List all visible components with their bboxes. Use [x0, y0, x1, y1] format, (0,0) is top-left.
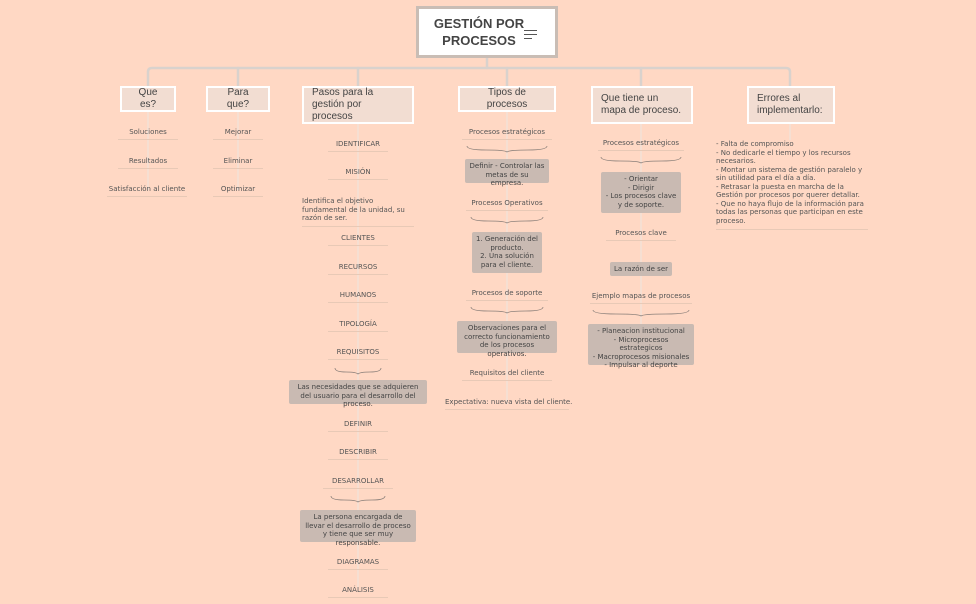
mapa-clave-desc: La razón de ser — [610, 262, 672, 276]
topic-tipos[interactable]: Tipos de procesos — [458, 86, 556, 112]
pasos-definir: DEFINIR — [328, 420, 388, 432]
pasos-requisitos-desc: Las necesidades que se adquieren del usu… — [289, 380, 427, 408]
topic-pasos[interactable]: Pasos para la gestión por procesos — [302, 86, 414, 124]
mapa-ejemplo: Ejemplo mapas de procesos — [590, 292, 692, 304]
pasos-desarrollar: DESARROLLAR — [323, 477, 393, 489]
tipos-estrategicos: Procesos estratégicos — [462, 128, 552, 140]
pasos-describir: DESCRIBIR — [328, 448, 388, 460]
pasos-desarrollar-desc: La persona encargada de llevar el desarr… — [300, 510, 416, 547]
topic-errores[interactable]: Errores al implementarlo: — [747, 86, 835, 124]
para-que-item-2: Eliminar — [213, 157, 263, 169]
pasos-mision-desc: Identifica el objetivo fundamental de la… — [302, 197, 414, 227]
brace-icon — [334, 367, 382, 375]
mapa-estrategicos: Procesos estratégicos — [598, 139, 684, 151]
que-es-item-2: Resultados — [118, 157, 178, 169]
brace-icon — [330, 495, 386, 503]
mapa-ejemplo-desc: - Planeacion institucional - Microproces… — [588, 324, 694, 369]
root-title: GESTIÓN POR PROCESOS — [433, 16, 525, 48]
pasos-mision: MISIÓN — [328, 168, 388, 180]
pasos-identificar: IDENTIFICAR — [328, 140, 388, 152]
mapa-estrategicos-desc: - Orientar - Dirigir - Los procesos clav… — [601, 172, 681, 213]
brace-icon — [470, 306, 544, 314]
topic-mapa[interactable]: Que tiene un mapa de proceso. — [591, 86, 693, 124]
tipos-operativos-desc: 1. Generación del producto. 2. Una soluc… — [472, 232, 542, 273]
que-es-item-1: Soluciones — [118, 128, 178, 140]
pasos-diagramas: DIAGRAMAS — [328, 558, 388, 570]
errores-desc: - Falta de compromiso - No dedicarle el … — [716, 140, 868, 230]
pasos-humanos: HUMANOS — [328, 291, 388, 303]
que-es-item-3: Satisfacción al cliente — [107, 185, 187, 197]
pasos-clientes: CLIENTES — [328, 234, 388, 246]
tipos-operativos: Procesos Operativos — [466, 199, 548, 211]
tipos-soporte-desc: Observaciones para el correcto funcionam… — [457, 321, 557, 358]
topic-para-que[interactable]: Para que? — [206, 86, 270, 112]
pasos-requisitos: REQUISITOS — [328, 348, 388, 360]
tipos-soporte: Procesos de soporte — [466, 289, 548, 301]
pasos-analisis: ANÁLISIS — [328, 586, 388, 598]
brace-icon — [470, 216, 544, 224]
root-topic[interactable]: GESTIÓN POR PROCESOS — [416, 6, 558, 58]
tipos-estrategicos-desc: Definir - Controlar las metas de su empr… — [465, 159, 549, 187]
para-que-item-1: Mejorar — [213, 128, 263, 140]
tipos-expectativa: Expectativa: nueva vista del cliente. — [445, 398, 572, 410]
para-que-item-3: Optimizar — [213, 185, 263, 197]
brace-icon — [592, 309, 690, 317]
pasos-recursos: RECURSOS — [328, 263, 388, 275]
menu-icon[interactable] — [524, 30, 537, 39]
brace-icon — [466, 145, 548, 153]
pasos-tipologia: TIPOLOGÍA — [328, 320, 388, 332]
mapa-clave: Procesos clave — [606, 229, 676, 241]
tipos-requisitos-cliente: Requisitos del cliente — [462, 369, 552, 381]
topic-que-es[interactable]: Que es? — [120, 86, 176, 112]
brace-icon — [600, 156, 682, 164]
